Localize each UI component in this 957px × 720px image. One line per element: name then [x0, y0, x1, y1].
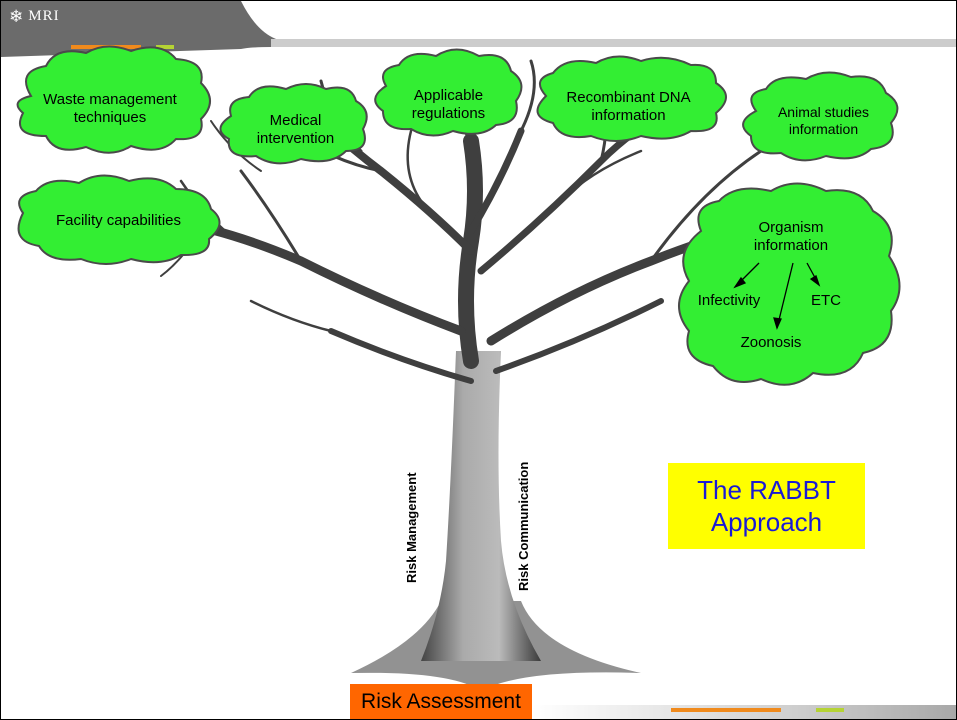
- trunk-label-risk-management: Risk Management: [404, 472, 419, 583]
- cloud-line: regulations: [411, 105, 486, 122]
- callout-line: Approach: [710, 507, 823, 537]
- cloud-line: techniques: [73, 109, 147, 126]
- tree-trunk: [421, 351, 541, 661]
- footer-orange-accent: [671, 708, 781, 712]
- logo: ❄ MRI: [9, 8, 60, 25]
- cloud-applicable-regulations: [374, 48, 523, 137]
- arrow-to-zoonosis: [776, 262, 794, 329]
- organism-child-infectivity: Infectivity: [697, 292, 761, 309]
- arrowhead-etc: [809, 275, 821, 287]
- cloud-organism-information: [678, 182, 901, 386]
- cloud-line: Organism: [758, 219, 824, 236]
- logo-text: MRI: [28, 8, 60, 24]
- cloud-label-medical: Medical intervention: [233, 112, 358, 148]
- cloud-label-facility: Facility capabilities: [21, 212, 216, 230]
- cloud-label-recombinant: Recombinant DNA information: [541, 89, 716, 125]
- cloud-line: Applicable: [413, 87, 484, 104]
- organism-child-zoonosis: Zoonosis: [740, 334, 802, 351]
- cloud-line: intervention: [256, 130, 335, 147]
- cloud-line: information: [788, 120, 859, 137]
- organism-child-etc: ETC: [811, 292, 841, 309]
- footer-green-accent: [816, 708, 844, 712]
- cloud-medical-intervention: [219, 83, 368, 165]
- cloud-facility-capabilities: [17, 174, 221, 265]
- cloud-label-organism: Organism information: [721, 219, 861, 255]
- cloud-line: Animal studies: [777, 104, 870, 120]
- cloud-line: Medical: [269, 112, 322, 129]
- cloud-line: information: [753, 237, 829, 254]
- organism-arrows: [733, 262, 821, 330]
- header-curve: [1, 1, 956, 57]
- cloud-line: Facility capabilities: [55, 212, 182, 229]
- cloud-line: information: [591, 107, 666, 124]
- header-white-panel: [241, 1, 956, 39]
- cloud-recombinant-dna: [536, 55, 727, 142]
- cloud-label-animal: Animal studies information: [756, 104, 891, 138]
- header-shadow-strip: [271, 39, 956, 47]
- header-green-accent: [156, 45, 174, 49]
- cloud-label-waste: Waste management techniques: [25, 91, 195, 127]
- cloud-line: Waste management: [43, 91, 177, 108]
- callout-line: The RABBT: [697, 474, 836, 505]
- arrowhead-zoonosis: [773, 317, 782, 330]
- cloud-label-regulations: Applicable regulations: [386, 87, 511, 123]
- rabbt-approach-callout: The RABBT Approach: [668, 463, 865, 549]
- cloud-group: [16, 45, 901, 386]
- risk-assessment-label: Risk Assessment: [350, 684, 532, 719]
- cloud-line: Recombinant DNA: [566, 89, 691, 106]
- snowflake-emblem-icon: ❄: [9, 7, 25, 26]
- arrowhead-infectivity: [733, 276, 747, 289]
- trunk-label-risk-communication: Risk Communication: [516, 461, 531, 591]
- cloud-waste-management: [16, 45, 211, 154]
- cloud-animal-studies: [742, 71, 899, 162]
- footer-band: [532, 705, 956, 719]
